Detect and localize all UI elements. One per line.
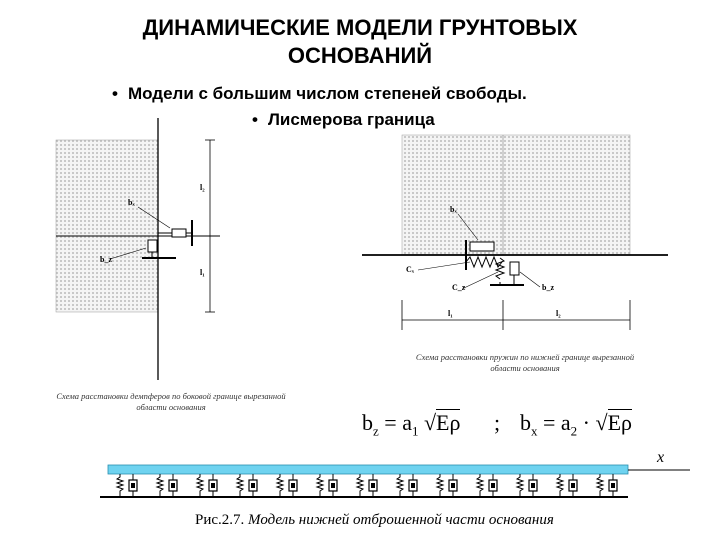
spring-icon: [115, 474, 125, 497]
figure-caption-text: Модель нижней отброшенной части основани…: [248, 512, 554, 528]
left-figure-caption: Схема расстановки демпферов по боковой г…: [32, 391, 310, 413]
bullet-dot: •: [112, 84, 118, 103]
right-cx-label: Cₓ: [406, 265, 415, 274]
bullet-dot: •: [252, 110, 258, 129]
spring-damper-element: [515, 474, 538, 497]
left-figure: l₂ l₁ bₓ b_z: [55, 118, 220, 380]
spring-icon: [235, 474, 245, 497]
left-bx-label: bₓ: [128, 198, 135, 207]
formula-bx-rhs-sub: 2: [570, 423, 578, 439]
formula-bx-root: Eρ: [607, 409, 632, 435]
x-axis-label: x: [656, 449, 664, 466]
spring-damper-element: [115, 474, 138, 497]
bullet-1-text: Модели с большим числом степеней свободы…: [127, 84, 527, 103]
page-title: ДИНАМИЧЕСКИЕ МОДЕЛИ ГРУНТОВЫХ ОСНОВАНИЙ: [0, 14, 720, 70]
spring-icon: [195, 474, 205, 497]
right-spring-cz: [494, 257, 506, 280]
formula-bx-lhs: b: [520, 410, 531, 435]
spring-damper-element: [355, 474, 378, 497]
left-l1-label: l₁: [200, 268, 205, 277]
spring-icon: [435, 474, 445, 497]
bullet-2-text: Лисмерова граница: [267, 110, 435, 129]
formula-bx: bx = a2 · √Eρ: [520, 409, 632, 439]
right-soil-region: [401, 134, 631, 256]
right-damper-bx: [469, 241, 495, 252]
figure-caption: Рис.2.7. Модель нижней отброшенной части…: [195, 512, 554, 529]
left-caption-line-2: области основания: [136, 402, 206, 412]
right-figure-caption: Схема расстановки пружин по нижней грани…: [360, 352, 690, 374]
spring-damper-element: [555, 474, 578, 497]
spring-damper-element: [475, 474, 498, 497]
right-figure: bₓ Cₓ C_z b_z l₁ l₂: [362, 134, 668, 330]
right-l1-label: l₁: [448, 309, 453, 318]
left-soil-region: [55, 139, 159, 313]
formula-bz-sub: z: [373, 423, 379, 439]
sqrt-icon: √: [595, 410, 608, 435]
spring-icon: [515, 474, 525, 497]
right-caption-line-1: Схема расстановки пружин по нижней грани…: [415, 352, 635, 362]
formula-bz-root: Eρ: [436, 409, 461, 435]
right-l2-label: l₂: [556, 309, 561, 318]
spring-icon: [275, 474, 285, 497]
formula-bx-sub: x: [531, 423, 538, 439]
right-cz-label: C_z: [452, 283, 466, 292]
formula-bz-rhs-sub: 1: [411, 423, 419, 439]
formula-bz-lhs: b: [362, 410, 373, 435]
spring-icon: [555, 474, 565, 497]
left-damper-bx: [171, 228, 187, 238]
formula-bx-dot: ·: [582, 410, 590, 435]
formula-bx-rhs: = a: [543, 410, 571, 435]
bottom-figure: x: [100, 449, 690, 498]
left-caption-line-1: Схема расстановки демпферов по боковой г…: [56, 391, 286, 401]
spring-damper-element: [595, 474, 618, 497]
spring-icon: [395, 474, 405, 497]
spring-icon: [475, 474, 485, 497]
beam: [107, 464, 629, 475]
bullet-1: • Модели с большим числом степеней свобод…: [112, 84, 527, 104]
spring-damper-element: [275, 474, 298, 497]
title-line-1: ДИНАМИЧЕСКИЕ МОДЕЛИ ГРУНТОВЫХ: [142, 15, 578, 40]
bullet-2: • Лисмерова граница: [252, 110, 435, 130]
left-bz-label: b_z: [100, 255, 112, 264]
formula-separator: ;: [494, 410, 501, 435]
right-bz-label: b_z: [542, 283, 554, 292]
spring-damper-element: [435, 474, 458, 497]
sqrt-icon: √: [423, 410, 437, 435]
spring-damper-element: [155, 474, 178, 497]
figure-caption-number: Рис.2.7.: [195, 512, 245, 528]
title-line-2: ОСНОВАНИЙ: [287, 43, 433, 68]
formula-bz: bz = a1 √Eρ: [362, 409, 461, 439]
spring-damper-element: [315, 474, 338, 497]
spring-damper-element: [395, 474, 418, 497]
spring-damper-element: [235, 474, 258, 497]
right-spring-cx: [465, 255, 503, 269]
spring-icon: [595, 474, 605, 497]
left-damper-bz: [147, 239, 158, 253]
left-l2-label: l₂: [200, 183, 205, 192]
right-caption-line-2: области основания: [490, 363, 560, 373]
right-damper-bz: [509, 261, 520, 276]
spring-icon: [355, 474, 365, 497]
right-bx-label: bₓ: [450, 205, 457, 214]
spring-damper-row: [115, 474, 618, 497]
spring-icon: [315, 474, 325, 497]
formula-bz-rhs: = a: [384, 410, 412, 435]
spring-damper-element: [195, 474, 218, 497]
spring-icon: [155, 474, 165, 497]
